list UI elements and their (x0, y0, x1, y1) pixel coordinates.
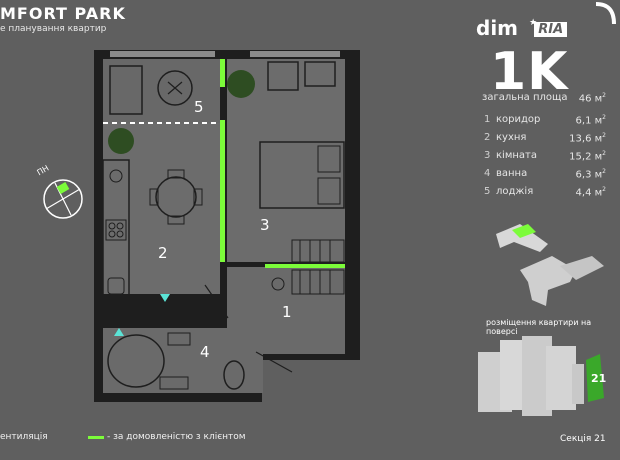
total-area-row: загальна площа 46 м2 (482, 92, 606, 105)
legend-ventilation: ентиляція (0, 432, 48, 442)
ventilation-marker (160, 294, 170, 302)
dim-ria-logo: dim ★ RIA (476, 16, 582, 50)
logo-ria-text: RIA (534, 22, 568, 37)
total-area-value: 46 м (578, 93, 603, 105)
corner-arc-icon (595, 2, 616, 25)
page-title: MFORT PARK (0, 4, 126, 23)
legend-green-swatch (88, 436, 104, 439)
plant-icon (227, 70, 255, 98)
room-label-1: 1 (282, 303, 292, 321)
compass-icon (43, 179, 83, 219)
room-floor-bathroom (103, 328, 263, 393)
legend-by-agreement: - за домовленістю з клієнтом (107, 432, 246, 442)
ventilation-marker (114, 328, 124, 336)
total-area-label: загальна площа (482, 92, 568, 103)
section-number-badge: 21 (591, 372, 607, 385)
plant-icon (108, 128, 134, 154)
logo-dim-text: dim (476, 16, 519, 40)
room-label-3: 3 (260, 216, 270, 234)
page-subtitle: е планування квартир (0, 24, 107, 34)
star-icon: ★ (529, 18, 537, 28)
room-label-5: 5 (194, 98, 204, 116)
room-floor-loggia (103, 59, 220, 123)
apartment-type: 1K (490, 42, 569, 102)
room-label-4: 4 (200, 343, 210, 361)
room-label-2: 2 (158, 244, 168, 262)
floor-map-icon (496, 224, 604, 306)
green-wall-1 (220, 120, 225, 262)
section-label: Секція 21 (560, 434, 606, 444)
building-section-icon (478, 336, 604, 416)
floor-placement-caption: розміщення квартири на поверсі (486, 318, 592, 336)
